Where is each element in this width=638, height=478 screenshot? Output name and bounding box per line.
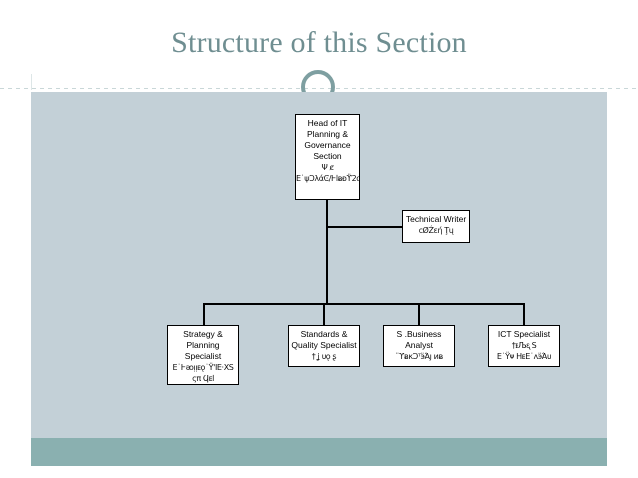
node-line: Planning &	[306, 129, 349, 139]
node-line-glyphs: ¨ϒᴃκϽᵀӭΆȷ ᴎᴃ	[395, 352, 443, 361]
node-line-glyphs: †ᵻЉᶓ S	[511, 341, 537, 350]
org-node-strategy-planning-specialist[interactable]: Strategy & Planning Specialist E˙Ͱᴔᴉᴉᴇǫ˙…	[167, 325, 239, 385]
connector-drop-2	[323, 303, 325, 325]
connector-drop-1	[203, 303, 205, 325]
slide-footer-band	[31, 438, 607, 466]
node-line: Standards &	[300, 329, 348, 339]
node-line: S .Business	[396, 329, 442, 339]
slide-bottom-margin	[0, 466, 638, 478]
page-title: Structure of this Section	[171, 26, 467, 59]
org-node-standards-quality-specialist[interactable]: Standards & Quality Specialist † ʝ ᴜǫ ʂ	[288, 325, 360, 367]
node-line: Planning	[186, 340, 220, 350]
node-line: Section	[313, 151, 342, 161]
node-line-glyphs: Ψ ȼ	[321, 163, 334, 172]
node-line-glyphs: E˙Ϋᴪ HᴇE˙ᴧӭΆᴜ	[496, 352, 552, 361]
org-node-s-business-analyst[interactable]: S .Business Analyst ¨ϒᴃκϽᵀӭΆȷ ᴎᴃ	[383, 325, 455, 367]
connector-drop-4	[523, 303, 525, 325]
node-line: Head of IT	[307, 118, 348, 128]
org-node-technical-writer[interactable]: Technical Writer cØŹεή Ţų	[402, 210, 470, 243]
connector-assistant-branch	[326, 226, 402, 228]
node-line: Analyst	[405, 340, 433, 350]
node-line: Specialist	[184, 351, 222, 361]
node-line: Quality Specialist	[291, 340, 357, 350]
node-line-glyphs: † ʝ ᴜǫ ʂ	[311, 352, 337, 361]
org-node-ict-specialist[interactable]: ICT Specialist †ᵻЉᶓ S E˙Ϋᴪ HᴇE˙ᴧӭΆᴜ	[488, 325, 560, 367]
node-line-glyphs: cØŹεή Ţų	[418, 226, 454, 235]
node-line-glyphs: E˙ψϽλάϾ/Ͱӏᴃᴆϔ2ɑ	[296, 174, 360, 183]
connector-drop-3	[418, 303, 420, 325]
node-line: Strategy &	[183, 329, 223, 339]
node-line: Technical Writer	[405, 214, 467, 224]
node-line: Governance	[304, 140, 351, 150]
node-line-glyphs: E˙Ͱᴔᴉᴉᴇǫ˙Ϋ'ΙΕ·ΧS	[172, 363, 234, 372]
node-line: ICT Specialist	[497, 329, 551, 339]
org-node-head-of-it-planning-governance-section[interactable]: Head of IT Planning & Governance Section…	[295, 114, 360, 200]
connector-horizontal-bus	[203, 303, 525, 305]
connector-root-stem	[326, 200, 328, 304]
title-divider-tick	[31, 74, 32, 90]
node-line-glyphs: ςπ Ϥᴇӏ	[192, 374, 214, 383]
